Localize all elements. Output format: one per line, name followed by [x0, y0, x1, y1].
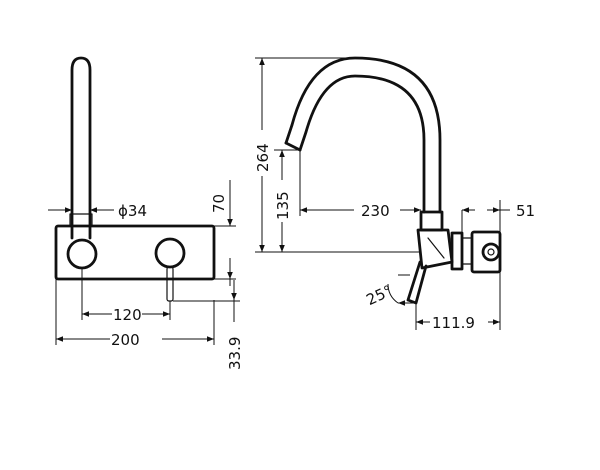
- side-spout-joint: [419, 210, 444, 232]
- front-plate-width-label: 200: [111, 331, 140, 349]
- front-plate-height-label: 70: [210, 194, 228, 213]
- front-center-spacing-label: 120: [113, 306, 142, 324]
- side-body-depth-label: 51: [516, 202, 535, 220]
- side-wall-flange: [450, 231, 464, 271]
- front-back-plate: [54, 224, 216, 281]
- side-spout-outer: [284, 56, 442, 214]
- front-left-knob: [66, 238, 98, 270]
- side-cartridge: [481, 242, 501, 262]
- side-lever-angle-label: 25°: [364, 282, 396, 310]
- side-dimensions: 264 135 230 51 25° 111.9: [254, 57, 535, 332]
- front-lever: [166, 266, 174, 302]
- side-reach-label: 230: [361, 202, 390, 220]
- side-lever-depth-label: 111.9: [432, 314, 475, 332]
- front-plate-depth-label: 33.9: [226, 337, 244, 370]
- side-mixer-body: [416, 228, 454, 270]
- front-spout: [70, 56, 92, 240]
- front-spout-collar: [69, 213, 93, 227]
- side-view: [284, 56, 502, 305]
- side-wall-body: [470, 230, 502, 274]
- front-dimensions: ϕ34 70 120 200 33.9: [48, 180, 244, 370]
- front-right-knob: [154, 237, 186, 269]
- front-spout-diameter-label: ϕ34: [118, 202, 147, 220]
- front-view: [54, 56, 216, 302]
- side-outlet-height-label: 135: [274, 191, 292, 220]
- side-spout-inner: [298, 74, 426, 214]
- side-total-height-label: 264: [254, 143, 272, 172]
